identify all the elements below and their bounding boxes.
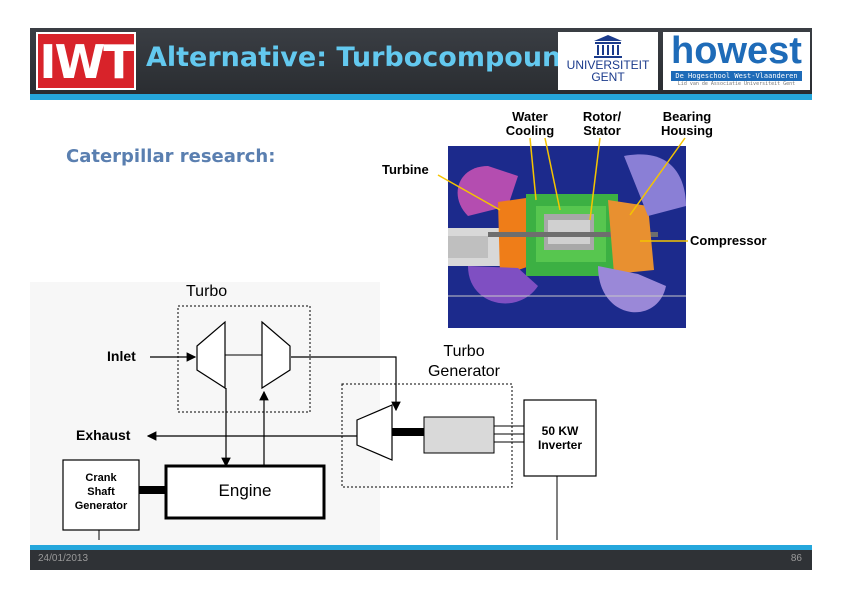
ugent-logo: UNIVERSITEIT GENT <box>558 32 658 90</box>
iwt-logo: IWT <box>36 32 136 90</box>
label-compressor: Compressor <box>690 233 767 248</box>
howest-logo: howest De Hogeschool West-Vlaanderen Lid… <box>663 30 810 90</box>
footer-stripe <box>30 545 812 550</box>
header-stripe <box>30 94 812 100</box>
howest-subline: Lid van de Associatie Universiteit Gent <box>677 81 796 87</box>
slide-title: Alternative: Turbocompound <box>146 42 581 73</box>
label-water-line1: Water <box>512 109 548 124</box>
inverter-box <box>523 399 597 477</box>
crank-shaft-generator-box <box>62 459 140 531</box>
turbine-shape <box>261 320 291 390</box>
label-turbine: Turbine <box>382 162 429 177</box>
turbine-to-generator-line <box>291 356 401 412</box>
howest-wordmark: howest <box>671 30 802 72</box>
ugent-logo-text: UNIVERSITEIT GENT <box>558 59 658 83</box>
ugent-building-icon <box>594 35 622 58</box>
footer-page-number: 86 <box>790 553 802 564</box>
footer-date: 24/01/2013 <box>38 553 89 564</box>
label-water-line2: Cooling <box>505 123 555 138</box>
iwt-logo-text: IWT <box>39 35 134 89</box>
howest-tagline: De Hogeschool West-Vlaanderen <box>671 71 802 81</box>
label-bearing-line1: Bearing <box>662 109 712 124</box>
label-turbo-generator-line1: Turbo <box>443 343 485 360</box>
label-crank-line1: Crank <box>85 472 117 484</box>
label-bearing-line2: Housing <box>661 123 713 138</box>
label-inverter-line2: Inverter <box>537 438 583 452</box>
label-exhaust: Exhaust <box>76 427 131 443</box>
footer-bar <box>30 550 812 570</box>
section-subtitle: Caterpillar research: <box>66 146 276 167</box>
generator-box <box>423 416 495 454</box>
label-crank-shaft-generator: Crank Shaft Generator <box>63 471 139 513</box>
label-turbo: Turbo <box>186 283 228 300</box>
label-inlet: Inlet <box>107 348 136 364</box>
label-crank-line3: Generator <box>74 500 128 512</box>
label-turbo-generator: Turbo Generator <box>422 342 506 382</box>
label-rotor-stator: Rotor/ Stator <box>572 110 632 138</box>
power-turbine-shape <box>356 404 393 461</box>
label-bearing-housing: Bearing Housing <box>655 110 719 138</box>
generator-shaft <box>392 428 424 436</box>
ugent-line-2: GENT <box>591 70 625 84</box>
ugent-line-1: UNIVERSITEIT <box>566 58 650 72</box>
crank-shaft <box>138 486 166 494</box>
label-turbo-generator-line2: Generator <box>427 363 501 380</box>
turbo-generator-dotted-box <box>341 383 513 488</box>
label-inverter: 50 KW Inverter <box>524 424 596 452</box>
label-water-cooling: Water Cooling <box>500 110 560 138</box>
turbo-dotted-box <box>177 305 311 413</box>
label-rotor-line2: Stator <box>583 123 621 138</box>
label-inverter-line1: 50 KW <box>541 424 579 438</box>
label-engine: Engine <box>218 481 272 500</box>
label-rotor-line1: Rotor/ <box>582 109 622 124</box>
label-crank-line2: Shaft <box>87 486 115 498</box>
compressor-shape <box>196 320 226 390</box>
